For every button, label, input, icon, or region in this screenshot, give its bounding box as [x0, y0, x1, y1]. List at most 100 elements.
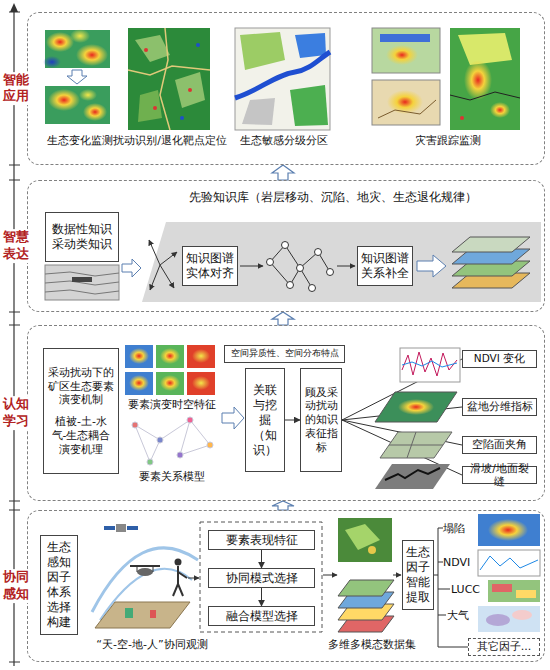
process-box: 采动扰动下的 矿区生态要素 演变机制植被-土-水 气-生态耦合 演变机理 [43, 348, 119, 474]
layer-title: 认知学习 [2, 396, 30, 430]
geology-section-image [45, 290, 119, 294]
box-text: 生态感知因子体系选择构建 [43, 540, 75, 630]
line-chart-image [402, 361, 457, 367]
box-text: 滑坡/地面裂缝 [465, 462, 534, 488]
heatmap-thumbnail [160, 375, 180, 391]
heatmap-thumbnail [156, 372, 184, 395]
map-image [138, 90, 162, 122]
heatmap-thumbnail [192, 376, 210, 390]
observation-illustration [104, 526, 115, 530]
graph-icon [297, 265, 304, 272]
map-image [372, 80, 440, 125]
factor-image [478, 514, 540, 632]
layer-title: 智慧表达 [2, 229, 30, 263]
factor-image [480, 556, 538, 570]
network-image [157, 437, 163, 443]
line-chart-image [402, 352, 457, 376]
box-text: 植被-土-水 气-生态耦合 演变机理 [46, 415, 116, 456]
graph-icon [270, 262, 290, 285]
block-arrow [272, 165, 294, 180]
process-box: 顾及采动扰动的知识表征指标 [300, 368, 342, 472]
map-image [175, 72, 205, 108]
graph-icon [315, 249, 322, 256]
map-image [290, 85, 328, 126]
heatmap-image [43, 29, 110, 68]
map-image [372, 28, 440, 125]
map-image [188, 88, 192, 92]
network-image [132, 417, 213, 465]
heatmap-thumbnail [187, 372, 215, 395]
graph-icon [267, 259, 274, 266]
graph-icon [282, 242, 289, 249]
crack-image [375, 464, 450, 489]
hollow-arrow [122, 259, 141, 277]
factor-image [486, 614, 510, 626]
graph-icon [160, 265, 174, 288]
map-image [380, 34, 430, 42]
axis-arrow [9, 501, 20, 502]
axis-arrow [9, 325, 20, 326]
axis-arrow [13, 10, 14, 666]
factor-image [516, 590, 536, 598]
hollow-arrow [417, 255, 446, 277]
box-text: 采动扰动下的 矿区生态要素 演变机制 [46, 366, 116, 407]
observation-illustration [178, 584, 183, 596]
bracket [438, 528, 439, 647]
axis-arrow [10, 3, 18, 12]
network-image [180, 445, 210, 455]
heatmap-image [46, 32, 74, 52]
network-image [150, 440, 160, 462]
observation-illustration [173, 584, 178, 596]
block-arrow [272, 501, 294, 510]
observation-illustration [178, 572, 187, 578]
process-box: 知识图谱 实体对齐 [182, 246, 238, 286]
heatmap-image [83, 103, 107, 121]
graph-icon [267, 242, 334, 292]
map-image [128, 28, 210, 130]
process-box: 生态感知因子体系选择构建 [40, 535, 78, 635]
plane-image [380, 432, 452, 458]
box-text: 知识图谱 关系补全 [360, 251, 410, 281]
process-box: 滑坡/地面裂缝 [462, 466, 537, 484]
heatmap-thumbnail [125, 345, 153, 368]
layer-band: 认知学习采动扰动下的 矿区生态要素 演变机制植被-土-水 气-生态耦合 演变机理… [27, 325, 545, 501]
block-arrow [272, 312, 294, 325]
box-text: 融合模型选择 [226, 609, 298, 624]
flow-arrow [337, 266, 355, 267]
axis-arrow [9, 312, 20, 313]
process-box: 空间异质性、空间分布特点 [224, 345, 345, 363]
box-text: 数据性知识 采动类知识 [48, 222, 116, 252]
graph-icon [160, 252, 177, 265]
map-image [128, 28, 210, 130]
heatmap-thumbnail [129, 375, 149, 391]
caption: 要素关系模型 [120, 470, 224, 483]
map-image [450, 92, 520, 100]
map-image [144, 48, 148, 52]
caption: 要素演变时空特征 [120, 398, 224, 411]
observation-illustration [130, 565, 160, 567]
bracket [438, 589, 450, 590]
heatmap-image [43, 56, 61, 68]
dashed-box: 其它因子... [468, 638, 540, 656]
axis-arrow [9, 662, 20, 663]
network-image [190, 420, 210, 445]
map-image [180, 116, 184, 120]
network-image [132, 422, 138, 428]
observation-illustration [153, 566, 154, 572]
factor-image [478, 514, 540, 546]
map-image [458, 33, 512, 65]
process-box: 盆地分维指标 [462, 398, 537, 416]
map-image [372, 28, 440, 73]
box-text: 生态因子智能提取 [404, 545, 432, 605]
box-text: 空间异质性、空间分布特点 [231, 348, 339, 359]
process-box: NDVI 变化 [462, 350, 537, 368]
graph-icon [309, 285, 316, 292]
process-box: 协同模式选择 [208, 568, 315, 588]
bracket [438, 647, 468, 648]
process-box: 要素表现特征 [208, 530, 315, 550]
observation-illustration [95, 602, 190, 628]
caption: 塌陷 [443, 522, 477, 535]
layer-stack-image [452, 237, 530, 288]
hollow-arrow [222, 407, 244, 429]
